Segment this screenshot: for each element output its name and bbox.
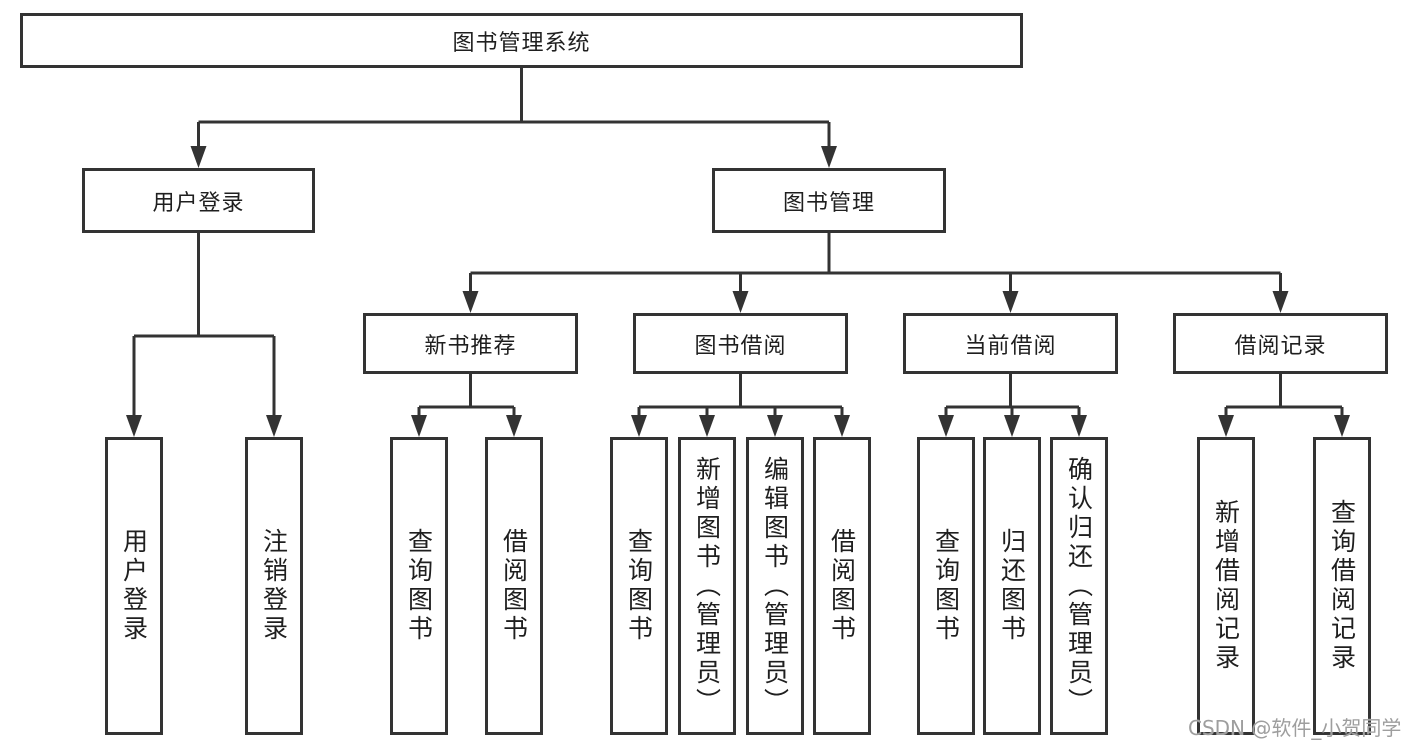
node-label: 借阅记录 (1234, 333, 1327, 359)
node-label: 用户登录 (152, 190, 245, 216)
node-book-management: 图书管理 (712, 168, 946, 233)
leaf-label: 借阅图书 (499, 528, 529, 644)
leaf-label: 新增图书（管理员） (692, 455, 722, 717)
leaf-query-books-borrow: 查询图书 (610, 437, 668, 735)
node-borrowing-records: 借阅记录 (1173, 313, 1388, 374)
leaf-user-login: 用户登录 (105, 437, 163, 735)
leaf-query-books-recommend: 查询图书 (390, 437, 448, 735)
node-label: 当前借阅 (964, 333, 1057, 359)
leaf-logout: 注销登录 (245, 437, 303, 735)
leaf-query-borrow-record: 查询借阅记录 (1313, 437, 1371, 735)
leaf-label: 新增借阅记录 (1211, 499, 1241, 673)
node-user-login: 用户登录 (82, 168, 315, 233)
leaf-label: 查询借阅记录 (1327, 499, 1357, 673)
leaf-label: 查询图书 (404, 528, 434, 644)
leaf-edit-books-admin: 编辑图书（管理员） (746, 437, 804, 735)
node-current-borrowing: 当前借阅 (903, 313, 1118, 374)
leaf-label: 注销登录 (259, 528, 289, 644)
leaf-return-books: 归还图书 (983, 437, 1041, 735)
leaf-label: 查询图书 (624, 528, 654, 644)
node-label: 新书推荐 (424, 333, 517, 359)
leaf-label: 查询图书 (931, 528, 961, 644)
node-label: 图书管理 (782, 190, 875, 216)
node-book-borrowing: 图书借阅 (633, 313, 848, 374)
node-label: 图书管理系统 (452, 30, 591, 56)
leaf-borrow-books-recommend: 借阅图书 (485, 437, 543, 735)
leaf-borrow-books: 借阅图书 (813, 437, 871, 735)
leaf-label: 用户登录 (119, 528, 149, 644)
node-new-book-recommendation: 新书推荐 (363, 313, 578, 374)
leaf-add-borrow-record: 新增借阅记录 (1197, 437, 1255, 735)
leaf-label: 确认归还（管理员） (1064, 455, 1094, 717)
leaf-confirm-return-admin: 确认归还（管理员） (1050, 437, 1108, 735)
node-label: 图书借阅 (694, 333, 787, 359)
leaf-label: 归还图书 (997, 528, 1027, 644)
leaf-label: 编辑图书（管理员） (760, 455, 790, 717)
csdn-watermark: CSDN @软件_小贺同学 (1188, 716, 1402, 740)
leaf-query-books-current: 查询图书 (917, 437, 975, 735)
leaf-add-books-admin: 新增图书（管理员） (678, 437, 736, 735)
leaf-label: 借阅图书 (827, 528, 857, 644)
node-library-management-system: 图书管理系统 (20, 13, 1023, 68)
